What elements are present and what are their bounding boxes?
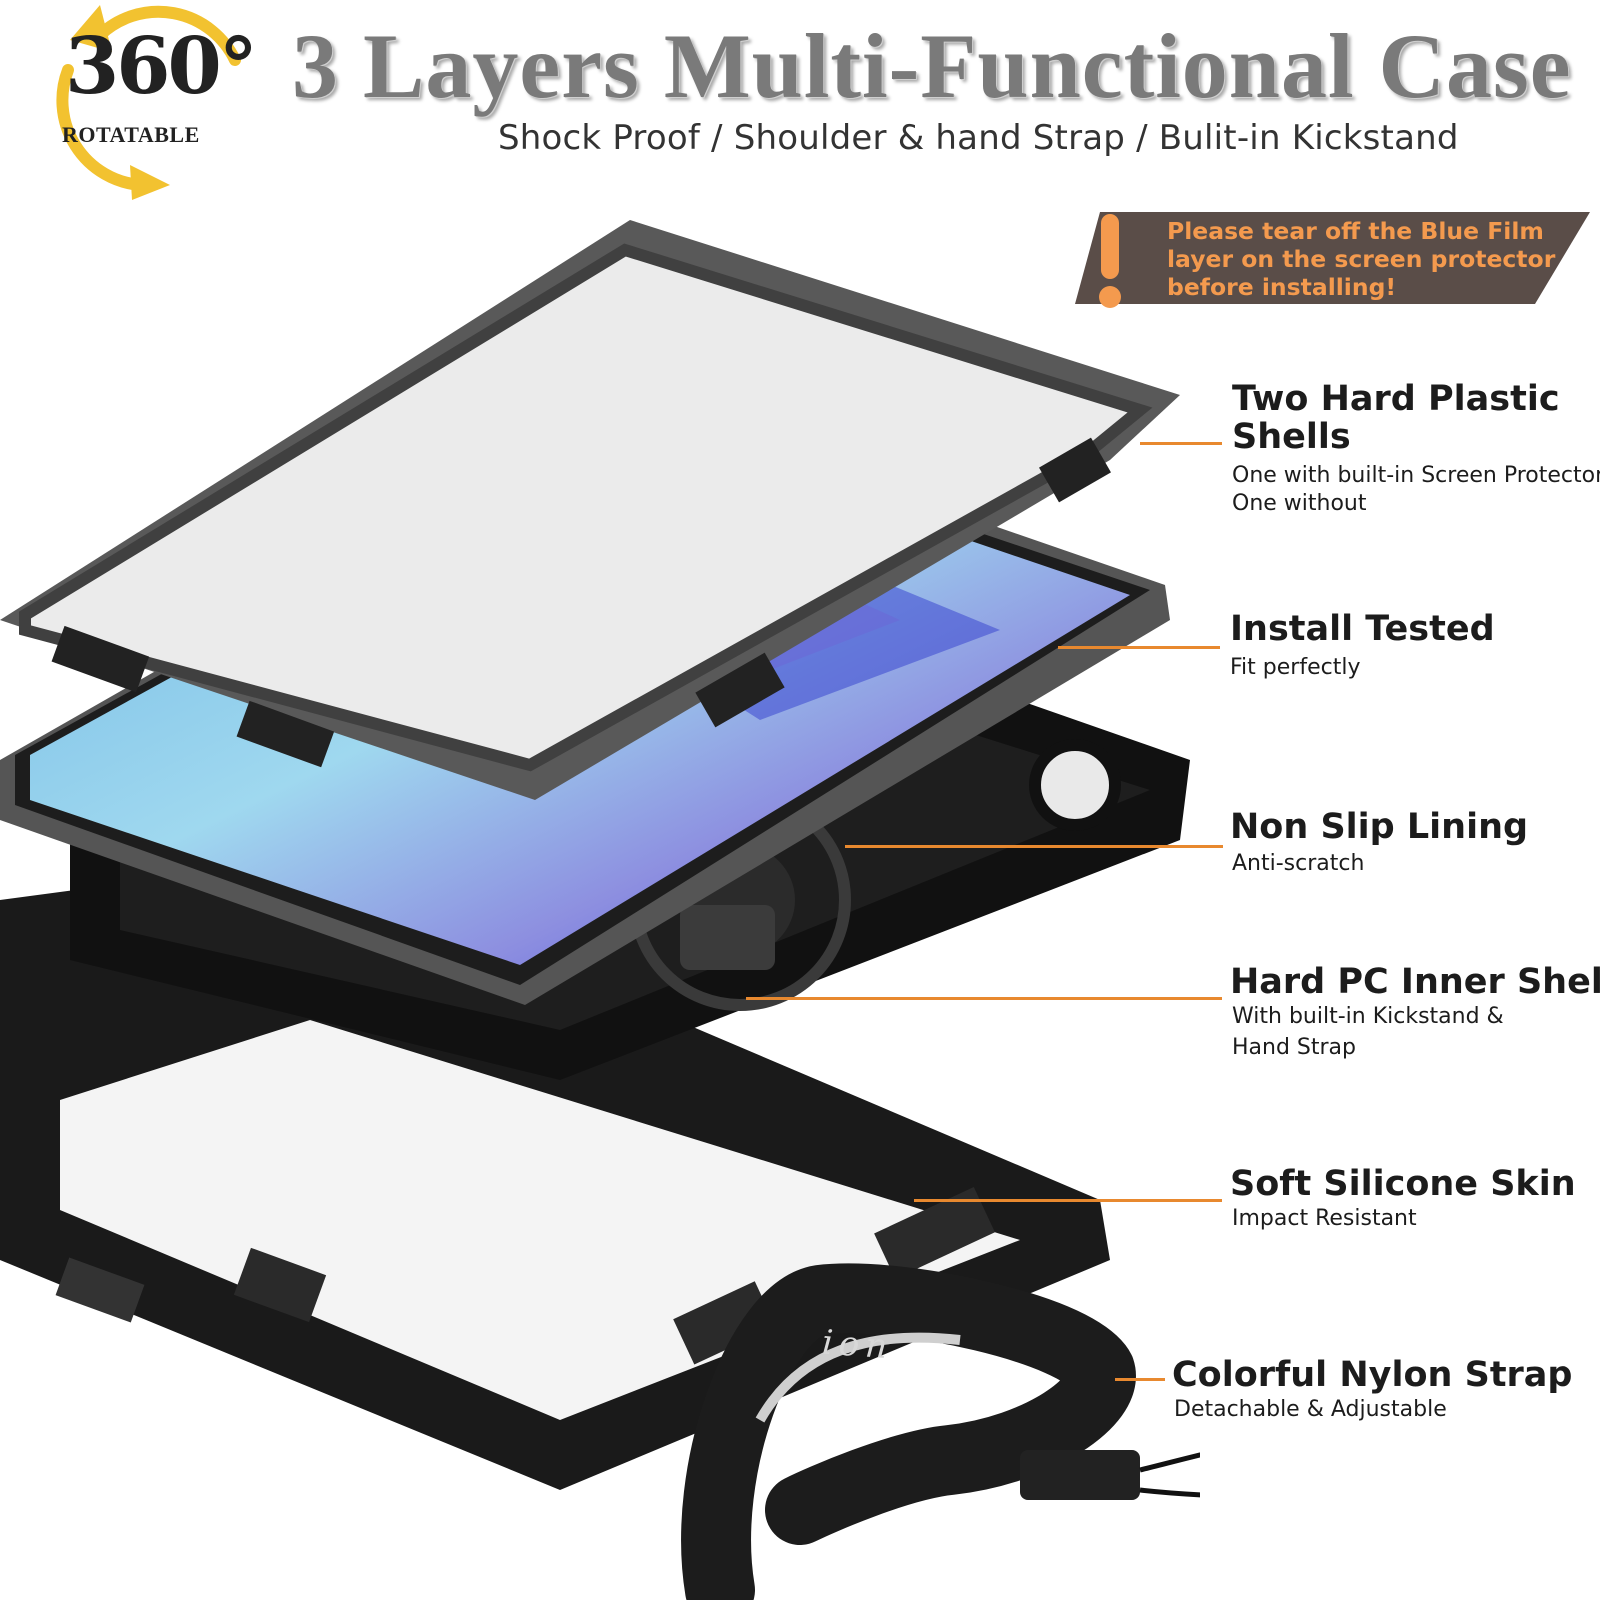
feature-desc: Anti-scratch	[1232, 851, 1365, 876]
page-title: 3 Layers Multi-Functional Case	[292, 15, 1572, 117]
feature-desc: Fit perfectly	[1230, 655, 1361, 680]
feature-title: Soft Silicone Skin	[1230, 1164, 1576, 1204]
leader-line	[1140, 442, 1222, 445]
notice-banner	[1075, 212, 1590, 308]
feature-desc: One with built-in Screen Protector	[1232, 463, 1600, 488]
leader-line	[845, 845, 1223, 848]
badge-number: 360°	[65, 21, 258, 112]
leader-line	[746, 997, 1222, 1000]
feature-title: Non Slip Lining	[1230, 807, 1529, 847]
feature-title: Colorful Nylon Strap	[1172, 1355, 1573, 1395]
feature-desc: One without	[1232, 491, 1367, 516]
leader-line	[914, 1199, 1222, 1202]
feature-desc: Impact Resistant	[1232, 1206, 1417, 1231]
feature-desc: Detachable & Adjustable	[1174, 1397, 1447, 1422]
exclamation-icon	[1101, 214, 1119, 279]
feature-title: Install Tested	[1230, 609, 1495, 649]
feature-desc: With built-in Kickstand &	[1232, 1004, 1504, 1029]
leader-line	[1115, 1378, 1165, 1381]
feature-title: Two Hard Plastic Shells	[1232, 379, 1560, 457]
strap-lettering: ion	[820, 1322, 895, 1368]
nylon-strap	[681, 1263, 1200, 1600]
product-illustration	[0, 220, 1200, 1600]
notice-text: Please tear off the Blue Film layer on t…	[1167, 217, 1556, 301]
rotate-360-icon	[56, 5, 241, 200]
screen-protector-frame	[0, 220, 1180, 800]
page-subtitle: Shock Proof / Shoulder & hand Strap / Bu…	[498, 118, 1459, 158]
badge-label: ROTATABLE	[62, 122, 200, 147]
feature-title: Hard PC Inner Shell	[1230, 962, 1600, 1002]
leader-line	[1058, 646, 1220, 649]
feature-desc: Hand Strap	[1232, 1035, 1357, 1060]
